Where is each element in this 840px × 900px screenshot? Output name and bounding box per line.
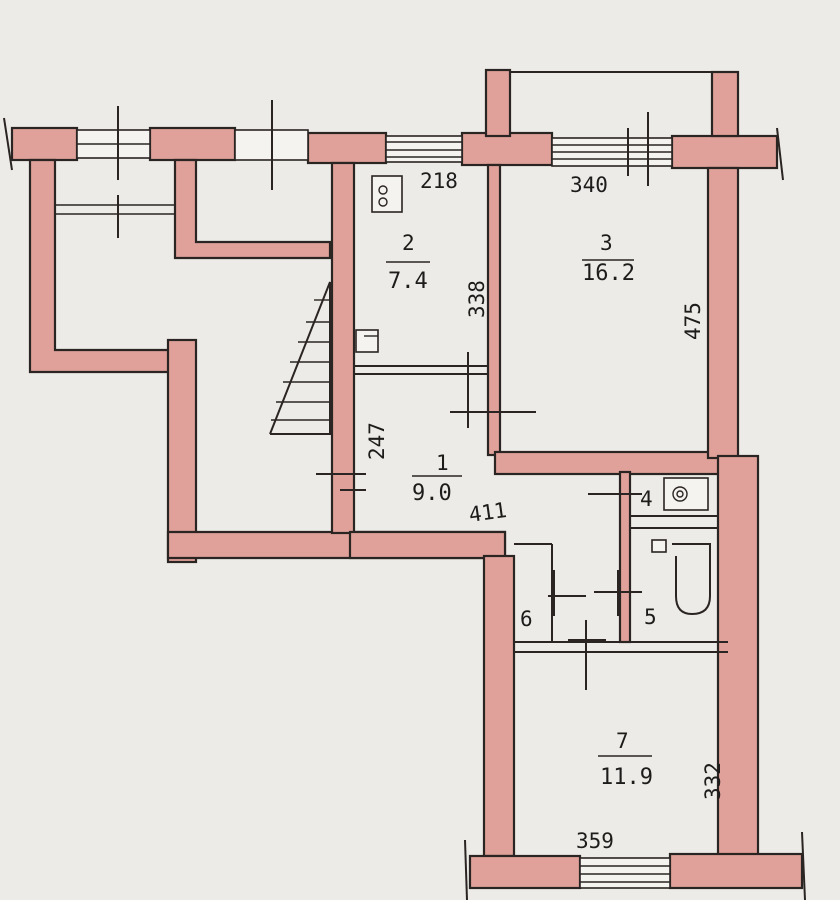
stove-icon bbox=[371, 175, 403, 213]
partition-room2 bbox=[354, 352, 488, 398]
room-3-number: 3 bbox=[600, 231, 613, 255]
room-2-label: 2 7.4 bbox=[386, 231, 430, 294]
room-1-label: 1 9.0 bbox=[412, 451, 462, 506]
toilet-icon bbox=[663, 477, 709, 511]
room-7-label: 7 11.9 bbox=[598, 729, 653, 790]
room-1-number: 1 bbox=[436, 451, 449, 475]
bottom-exterior-wall bbox=[464, 831, 806, 900]
bathtub-icon bbox=[651, 539, 711, 616]
balcony bbox=[484, 68, 740, 138]
room-1-area: 9.0 bbox=[412, 481, 452, 506]
dimension-332: 332 bbox=[701, 762, 725, 800]
dimension-411: 411 bbox=[467, 498, 508, 527]
dimension-340: 340 bbox=[570, 173, 608, 197]
stairwell-window bbox=[55, 195, 175, 238]
kitchen-sink-icon bbox=[355, 329, 379, 353]
dimension-475: 475 bbox=[681, 302, 705, 340]
dimension-338: 338 bbox=[465, 280, 489, 318]
staircase bbox=[269, 281, 331, 435]
interior-walls bbox=[330, 161, 760, 858]
room-3-label: 3 16.2 bbox=[582, 231, 635, 286]
top-exterior-wall bbox=[10, 126, 779, 170]
room-2-area: 7.4 bbox=[388, 269, 428, 294]
dimension-218: 218 bbox=[420, 169, 458, 193]
room-5-number: 5 bbox=[644, 605, 657, 629]
bathroom-partitions bbox=[514, 493, 728, 690]
room-2-number: 2 bbox=[402, 231, 415, 255]
top-windows bbox=[3, 100, 784, 190]
room-7-number: 7 bbox=[616, 729, 629, 753]
entrance-door bbox=[316, 473, 366, 491]
dimension-247: 247 bbox=[365, 422, 389, 460]
room-4-number: 4 bbox=[640, 487, 653, 511]
room-6-number: 6 bbox=[520, 607, 533, 631]
room-3-area: 16.2 bbox=[582, 261, 635, 286]
room-7-area: 11.9 bbox=[600, 765, 653, 790]
stairwell-walls bbox=[28, 158, 507, 564]
door-room3 bbox=[450, 398, 536, 428]
dimension-359: 359 bbox=[576, 829, 614, 853]
